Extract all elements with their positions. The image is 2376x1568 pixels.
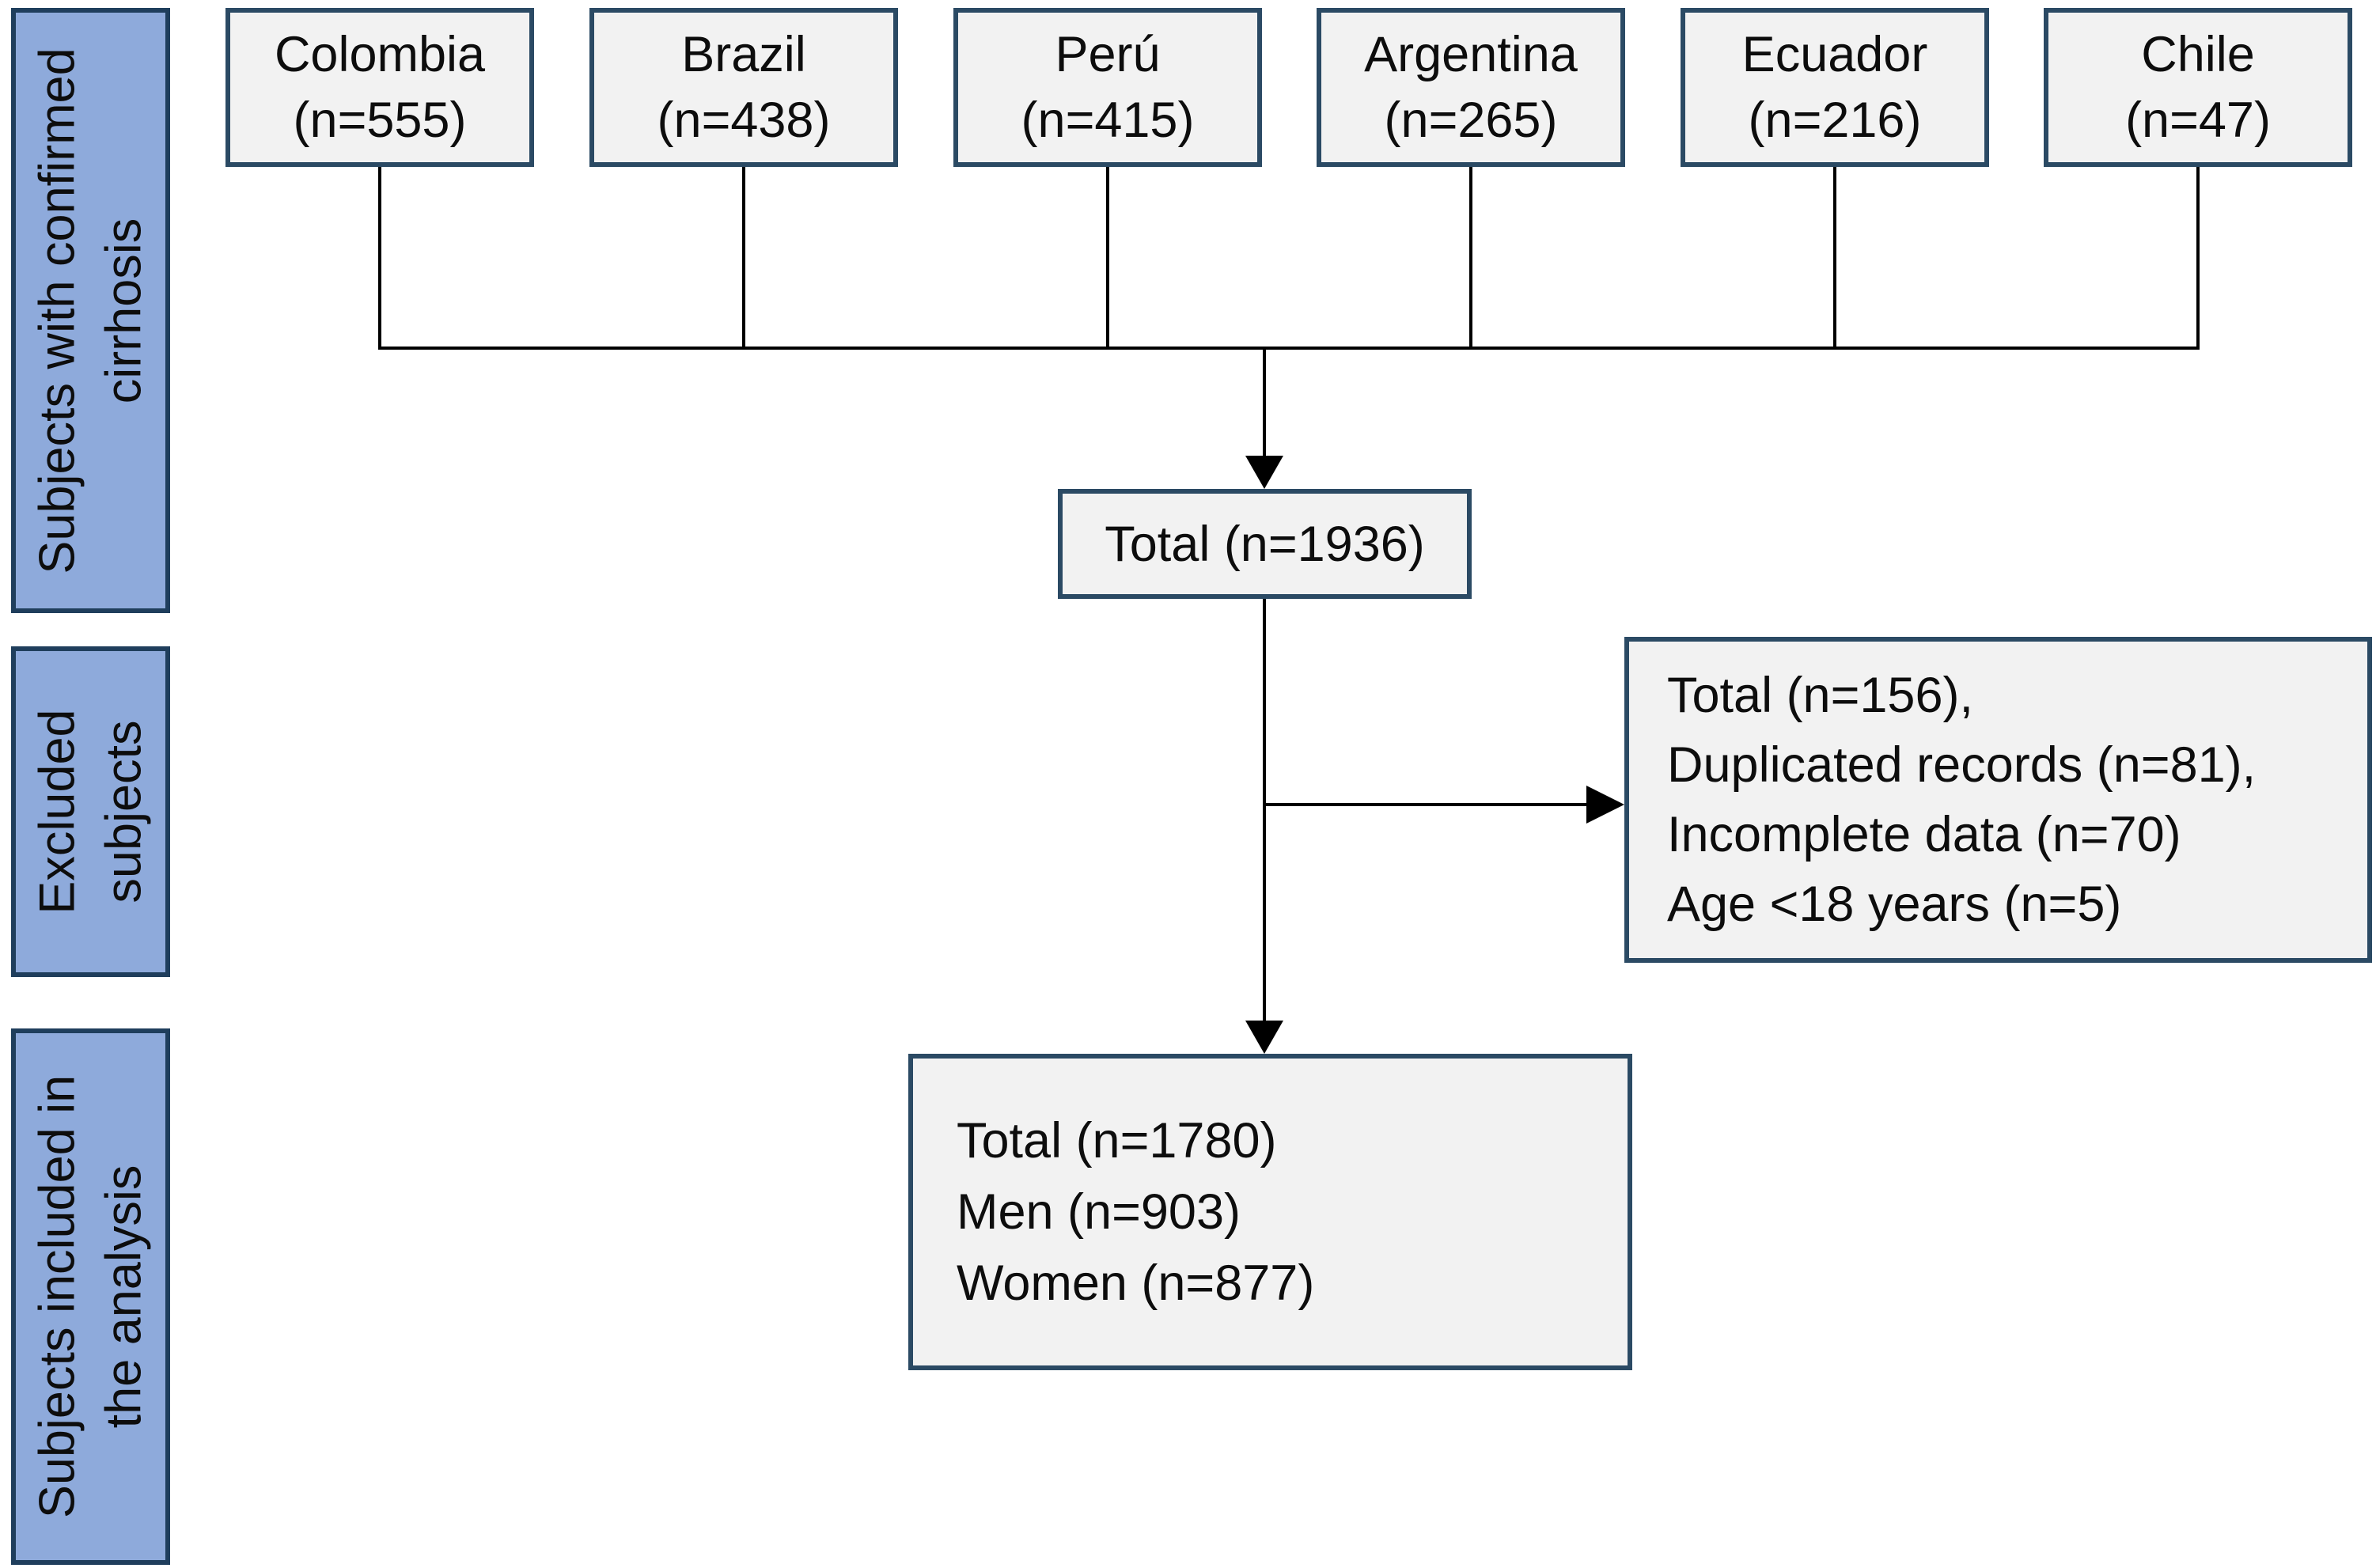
country-name: Argentina xyxy=(1364,26,1578,82)
country-n: (n=438) xyxy=(657,92,831,148)
stage-excluded-subjects-label: Excluded subjects xyxy=(24,709,157,914)
stage-included-subjects: Subjects included in the analysis xyxy=(11,1028,170,1565)
country-n: (n=415) xyxy=(1021,92,1195,148)
excluded-line: Incomplete data (n=70) xyxy=(1667,807,2181,862)
arrow-to-included-shaft xyxy=(1263,599,1266,1021)
country-n: (n=555) xyxy=(293,92,467,148)
arrow-right-icon xyxy=(1586,786,1624,824)
stage-label-line: the analysis xyxy=(96,1165,152,1429)
excluded-line: Total (n=156), xyxy=(1667,668,1973,723)
country-name: Ecuador xyxy=(1741,26,1928,82)
country-n: (n=47) xyxy=(2125,92,2271,148)
excluded-box: Total (n=156), Duplicated records (n=81)… xyxy=(1624,637,2372,963)
country-box-argentina: Argentina (n=265) xyxy=(1317,8,1625,167)
connector-ecuador xyxy=(1833,167,1836,348)
included-line: Women (n=877) xyxy=(957,1256,1315,1311)
connector-argentina xyxy=(1469,167,1472,348)
country-name: Brazil xyxy=(681,26,806,82)
stage-label-line: Subjects with confirmed xyxy=(29,47,85,574)
excluded-line: Duplicated records (n=81), xyxy=(1667,737,2257,793)
stage-label-line: subjects xyxy=(96,720,152,903)
connector-peru xyxy=(1106,167,1109,348)
included-line: Total (n=1780) xyxy=(957,1113,1277,1168)
arrow-to-excluded-shaft xyxy=(1264,803,1586,806)
connector-chile xyxy=(2196,167,2200,348)
arrow-to-total-shaft xyxy=(1263,348,1266,456)
country-box-peru: Perú (n=415) xyxy=(953,8,1262,167)
stage-label-line: cirrhosis xyxy=(96,218,152,403)
stage-label-line: Subjects included in xyxy=(29,1074,85,1519)
country-name: Chile xyxy=(2141,26,2255,82)
country-box-ecuador: Ecuador (n=216) xyxy=(1681,8,1989,167)
stage-included-subjects-label: Subjects included in the analysis xyxy=(24,1075,157,1518)
country-n: (n=216) xyxy=(1748,92,1922,148)
arrow-down-icon xyxy=(1245,456,1283,489)
connector-brazil xyxy=(742,167,745,348)
country-name: Colombia xyxy=(274,26,486,82)
excluded-line: Age <18 years (n=5) xyxy=(1667,877,2122,932)
included-box: Total (n=1780) Men (n=903) Women (n=877) xyxy=(908,1054,1632,1370)
country-box-brazil: Brazil (n=438) xyxy=(589,8,898,167)
connector-colombia xyxy=(378,167,381,348)
total-box: Total (n=1936) xyxy=(1058,489,1472,599)
country-box-chile: Chile (n=47) xyxy=(2044,8,2352,167)
stage-confirmed-cirrhosis: Subjects with confirmed cirrhosis xyxy=(11,8,170,613)
country-n: (n=265) xyxy=(1384,92,1558,148)
stage-label-line: Excluded xyxy=(29,709,85,915)
arrow-down-icon xyxy=(1245,1021,1283,1054)
included-line: Men (n=903) xyxy=(957,1184,1241,1240)
total-label: Total (n=1936) xyxy=(1105,516,1425,572)
stage-excluded-subjects: Excluded subjects xyxy=(11,646,170,977)
stage-confirmed-cirrhosis-label: Subjects with confirmed cirrhosis xyxy=(24,47,157,574)
trunk-horizontal-line xyxy=(378,347,2200,350)
country-name: Perú xyxy=(1055,26,1161,82)
country-box-colombia: Colombia (n=555) xyxy=(225,8,534,167)
